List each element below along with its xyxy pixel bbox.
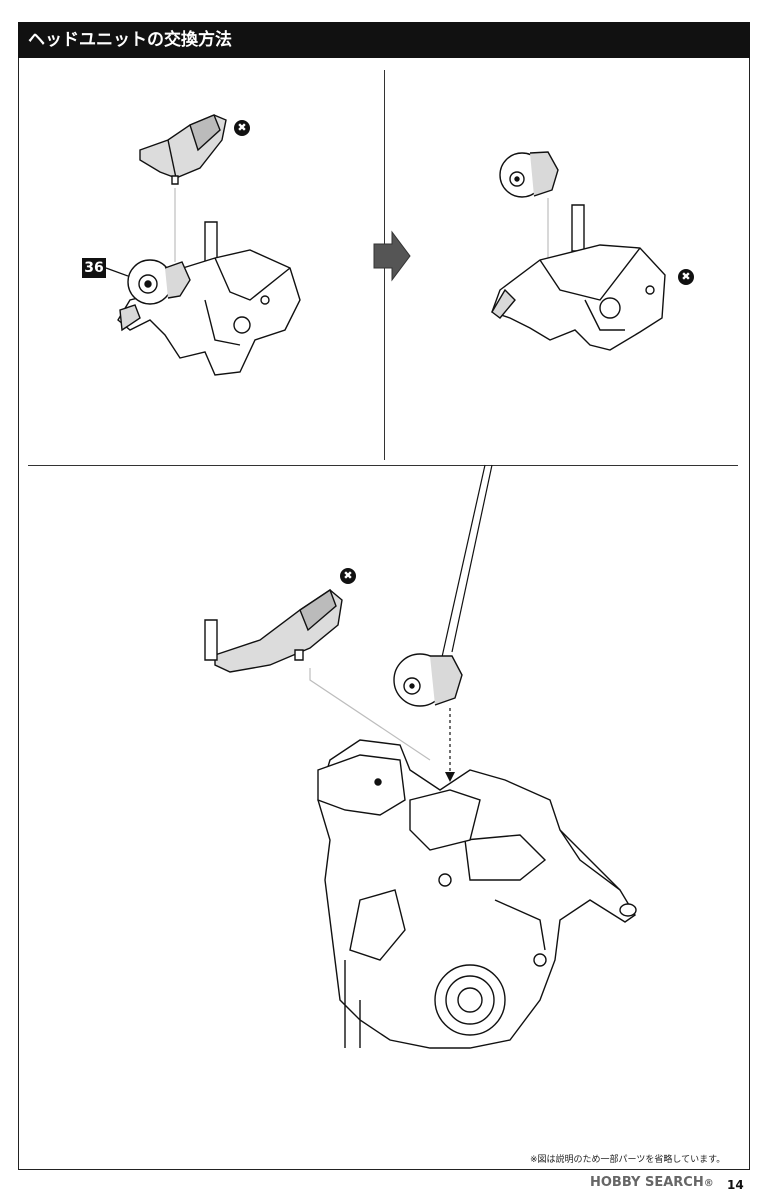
insert-arrow-icon [445,772,455,782]
watermark-text: HOBBY SEARCH [590,1175,704,1190]
watermark: HOBBY SEARCH® [590,1175,714,1190]
robot-torso-assembly [318,740,636,1048]
detached-head-part-top-left [140,115,226,184]
section-title: ヘッドユニットの交換方法 [18,22,750,58]
x-circle-icon: ✖ [234,120,250,136]
detached-head-part-bottom [205,590,342,672]
right-arrow-icon [374,232,410,280]
spare-head-part-top-right [500,152,558,197]
page-frame-right [749,58,750,1170]
x-circle-icon: ✖ [678,269,694,285]
part-36-leader [106,268,128,276]
page-frame-bottom [18,1169,750,1170]
page-number: 14 [727,1178,744,1192]
x-circle-icon: ✖ [340,568,356,584]
callout-line-right [452,465,492,652]
guide-line-3 [310,668,430,760]
spare-head-part-bottom [394,654,462,706]
page-frame-left [18,58,19,1170]
part-number-36: 36 [82,258,106,278]
footnote: ※図は説明のため一部パーツを省略しています。 [530,1155,726,1165]
step-divider-horizontal [28,465,738,466]
head-unit-assembly-top-left [118,222,300,375]
callout-line-left [442,465,485,657]
watermark-registered-mark: ® [703,1178,714,1189]
head-unit-assembly-top-right [492,205,665,350]
